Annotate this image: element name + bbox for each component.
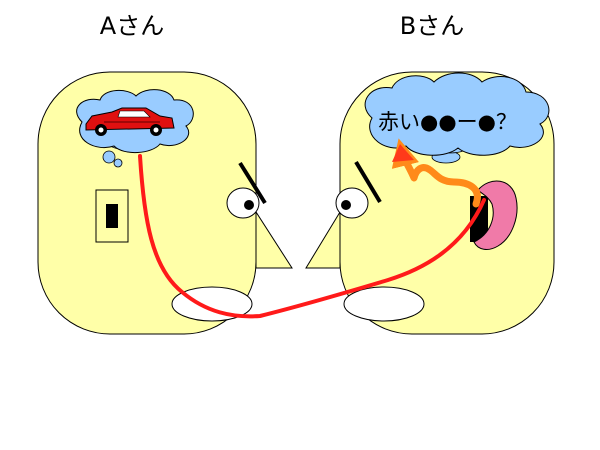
- person-b-label: Bさん: [399, 12, 465, 40]
- person-b: 赤い●●ー●？: [305, 71, 555, 335]
- message-path-line: [138, 154, 486, 319]
- person-a-nose: [255, 210, 293, 269]
- signal-arrow: [391, 138, 481, 208]
- person-a-ear: [95, 189, 129, 243]
- person-b-eye: [335, 187, 369, 219]
- person-a-label: Aさん: [99, 12, 165, 40]
- person-b-ear-canal: [470, 196, 488, 242]
- person-b-thought-cloud: 赤い●●ー●？: [364, 72, 550, 164]
- person-b-ear: [473, 180, 518, 250]
- person-a-eye: [226, 187, 260, 219]
- person-b-thought-text: 赤い●●ー●？: [378, 110, 517, 134]
- red-sports-car-icon: [85, 107, 175, 136]
- person-b-nose: [305, 210, 341, 269]
- signal-arrow-head: [392, 144, 414, 162]
- person-a-mouth: [171, 286, 253, 322]
- person-b-eyebrow: [354, 160, 382, 204]
- person-a: [37, 71, 293, 335]
- person-a-eyebrow: [238, 161, 267, 205]
- person-b-mouth: [343, 286, 425, 322]
